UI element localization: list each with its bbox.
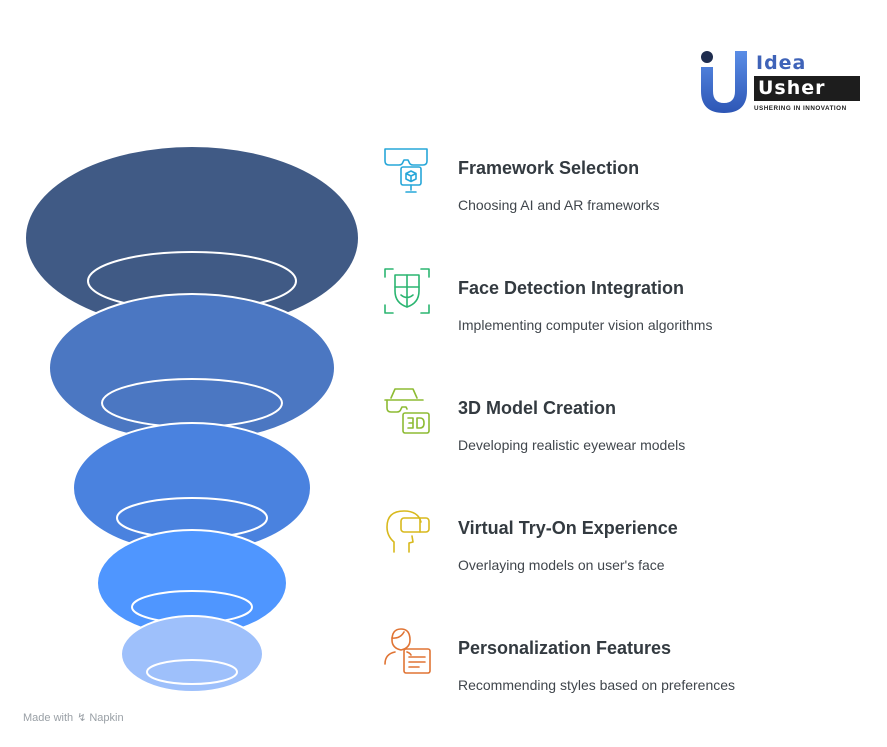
step-description: Developing realistic eyewear models — [458, 437, 686, 453]
logo-word-idea: Idea — [756, 52, 807, 74]
funnel-diagram — [24, 145, 360, 693]
step-title: Framework Selection — [458, 158, 640, 178]
logo-tagline: USHERING IN INNOVATION — [754, 105, 847, 112]
3d-glasses-icon — [384, 388, 430, 434]
step-description: Overlaying models on user's face — [458, 557, 665, 573]
vr-headset-cube-icon — [384, 148, 428, 193]
step-personalization-features: Personalization Features Recommending st… — [382, 626, 862, 706]
step-title: Face Detection Integration — [458, 278, 685, 298]
funnel-tier-face-detection-integration — [48, 293, 336, 443]
funnel-ring-personalization-features — [146, 659, 238, 685]
step-title: Virtual Try-On Experience — [458, 518, 678, 538]
logo-word-usher: Usher — [754, 76, 860, 101]
vr-user-head-icon — [386, 510, 430, 553]
step-description: Choosing AI and AR frameworks — [458, 197, 660, 213]
napkin-logo-icon: ↯ — [77, 712, 87, 724]
step-framework-selection: Framework Selection Choosing AI and AR f… — [382, 146, 862, 226]
step-title: 3D Model Creation — [458, 398, 617, 418]
napkin-brand: Napkin — [89, 712, 124, 724]
step-description: Implementing computer vision algorithms — [458, 317, 713, 333]
step-3d-model-creation: 3D Model Creation Developing realistic e… — [382, 386, 862, 466]
made-with-napkin: Made with↯Napkin — [23, 711, 124, 724]
step-face-detection-integration: Face Detection Integration Implementing … — [382, 266, 862, 346]
step-title: Personalization Features — [458, 638, 672, 658]
idea-usher-logo: Idea Usher USHERING IN INNOVATION — [698, 48, 868, 118]
funnel-tier-personalization-features — [120, 615, 264, 693]
step-description: Recommending styles based on preferences — [458, 677, 736, 693]
user-profile-icon — [384, 628, 431, 674]
step-virtual-try-on-experience: Virtual Try-On Experience Overlaying mod… — [382, 506, 862, 586]
logo-mark-icon — [701, 51, 747, 113]
face-scan-icon — [384, 268, 430, 314]
made-with-label: Made with — [23, 712, 74, 724]
